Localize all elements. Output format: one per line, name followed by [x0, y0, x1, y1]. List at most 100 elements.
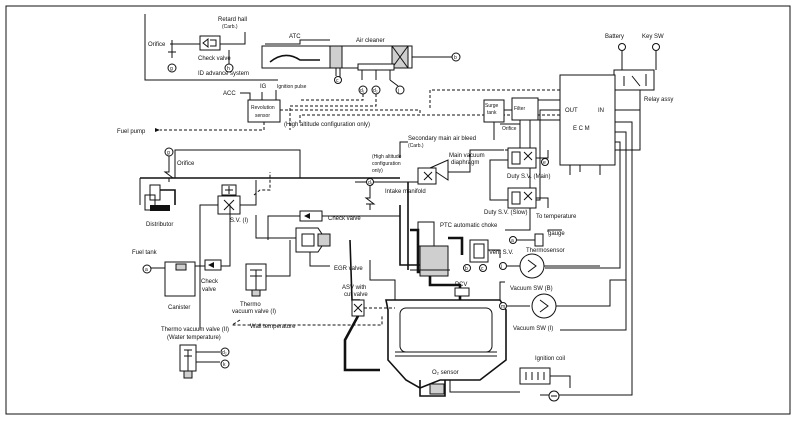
connector-g-top-text: g [170, 66, 173, 72]
vacuum-sw-d-label: Vacuum SW (I) [513, 326, 553, 332]
surge-tank-label-1: Surge [485, 103, 499, 109]
ignition-pulse-label: Ignition pulse [277, 84, 307, 90]
secondary-air-bleed-label: Secondary main air bleed [408, 136, 476, 142]
duty-sv-slow-label: Duty S.V. (Slow) [484, 210, 527, 216]
diagram-frame [5, 5, 791, 415]
orifice-left-label: Orifice [177, 161, 195, 167]
surge-tank-label-2: tank [487, 110, 497, 116]
main-vacuum-diaphragm [417, 167, 437, 185]
connector-b-top-text: b [454, 55, 457, 61]
ecm-in-label: IN [598, 108, 604, 114]
thermo-vacuum-valve-i: Thermo vacuum valve (I) Wall temperature [230, 240, 383, 330]
connector-e-text: e [543, 160, 546, 166]
high-alt-label-2b: configuration [372, 161, 401, 167]
connector-b-top [451, 52, 461, 62]
ignition-coil-box [519, 367, 551, 385]
retard-hall-label: Retard hall [218, 17, 247, 23]
id-advance-system: Retard hall (Carb.) Orifice Check valve … [144, 14, 278, 81]
to-temp-gauge-label-1: To temperature [536, 214, 577, 220]
connector-a-right-text: a [511, 238, 514, 244]
check-valve-top-label: Check valve [198, 56, 231, 62]
canister-group: Fuel tank a Canister Check valve [132, 205, 231, 311]
pcv-label: PCV [455, 282, 467, 288]
canister-label: Canister [168, 305, 190, 311]
distributor-label: Distributor [146, 222, 173, 228]
vacuum-switches: i Vacuum SW (B) m Vacuum SW (I) [499, 253, 626, 332]
to-temp-gauge-label-2: gauge [548, 231, 565, 237]
revolution-sensor-group: ACC IG Ignition pulse Revolution sensor … [117, 84, 421, 135]
filter-label: Filter [514, 106, 525, 112]
filter-box [511, 97, 539, 121]
vent-sv-group: Vent S.V. [488, 249, 514, 258]
vacuum-sw-d [531, 293, 557, 319]
engine-block: O₂ sensor [385, 299, 520, 397]
ecm-unit: OUT IN E C M [299, 74, 641, 396]
id-advance-label: ID advance system [198, 71, 249, 77]
surge-tank-filter: Surge tank Filter Orifice [483, 97, 539, 140]
thermosensor-label: Thermosensor [526, 248, 565, 254]
connector-d1-mid-text: d₁ [368, 180, 373, 186]
egr-valve-label: EGR valve [334, 266, 363, 272]
wall-temp-label: Wall temperature [250, 324, 296, 330]
main-vacuum-group: Secondary main air bleed (Carb.) Main va… [355, 136, 504, 195]
asv-group: ASV with cut valve [342, 285, 395, 372]
sv-ii-label: S.V. (I) [230, 218, 248, 224]
orifice-top-label: Orifice [148, 42, 166, 48]
carburetor-body [419, 245, 449, 277]
connector-g-left-text: g [167, 150, 170, 156]
connector-c-mid-text: c [481, 266, 484, 272]
ignition-coil-label: Ignition coil [535, 356, 565, 362]
connector-b-mid-text: b [465, 266, 468, 272]
vacuum-sw-b [519, 253, 545, 279]
duty-solenoid-valves: Duty S.V. (Main) Duty S.V. (Slow) e [484, 147, 550, 216]
secondary-air-bleed-sub: (Carb.) [408, 143, 424, 149]
high-alt-config-label: (High altitude configuration only) [284, 122, 370, 128]
high-alt-label-2a: (High altitude [372, 154, 402, 160]
air-cleaner-label: Air cleaner [356, 38, 385, 44]
connector-g-top [167, 63, 177, 73]
connector-m-text: m [501, 304, 505, 310]
intake-manifold-label: Intake manifold [385, 189, 426, 195]
thermo-vac-valve-i-label-2: vacuum valve (I) [232, 309, 276, 315]
acc-label: ACC [223, 91, 236, 97]
ecm-box [559, 74, 616, 166]
thermo-vac-valve-ii-label-1: Thermo vacuum valve (II) [161, 327, 229, 333]
connector-j-text: j [397, 88, 399, 94]
connector-k-text: k [223, 362, 226, 368]
thermo-vac-valve-ii-label-2: (Water temperature) [167, 335, 221, 341]
orifice-right-label: Orifice [502, 126, 517, 132]
sv-group: S.V. (I) [199, 172, 318, 330]
main-vacuum-label-2: diaphragm [451, 160, 479, 166]
check-valve-mid-group: Check valve d₁ [267, 178, 400, 240]
battery-label: Battery [605, 34, 624, 40]
main-vacuum-label-1: Main vacuum [449, 153, 485, 159]
ecm-out-label: OUT [565, 108, 578, 114]
key-sw-label: Key SW [642, 34, 664, 40]
ptc-choke-label: PTC automatic choke [440, 223, 498, 229]
connector-i-text: i [501, 264, 502, 270]
carburetor-assembly: PTC automatic choke [399, 182, 498, 300]
revolution-sensor-label-2: sensor [255, 113, 270, 119]
check-valve-mid [299, 210, 323, 222]
retard-hall-sub-label: (Carb.) [222, 24, 238, 30]
ig-label: IG [260, 84, 267, 90]
check-valve-mid-label: Check valve [328, 216, 361, 222]
thermo-vac-valve-i-label-1: Thermo [240, 302, 261, 308]
distributor-group: g Orifice Distributor [139, 147, 400, 228]
connector-d2-text: d₂ [373, 88, 378, 94]
pcv-group: PCV b c [454, 264, 487, 297]
o2-sensor-label: O₂ sensor [432, 370, 459, 376]
atc-label: ATC [289, 34, 301, 40]
thermosensor-group: To temperature gauge a Thermosensor [509, 214, 577, 254]
ignition-coil-group: Ignition coil [519, 356, 571, 402]
air-cleaner-assembly: ATC Air cleaner b c d₁ d₂ j [261, 34, 461, 130]
asv-label-1: ASV with [342, 285, 366, 291]
vent-sv-label: Vent S.V. [489, 250, 514, 256]
asv-label-2: cut valve [344, 292, 368, 298]
check-valve-left-label-1: Check [201, 279, 219, 285]
revolution-sensor-label-1: Revolution [251, 105, 275, 111]
fuel-pump-label: Fuel pump [117, 129, 146, 135]
connector-d2-low-text: d₂ [222, 350, 227, 356]
